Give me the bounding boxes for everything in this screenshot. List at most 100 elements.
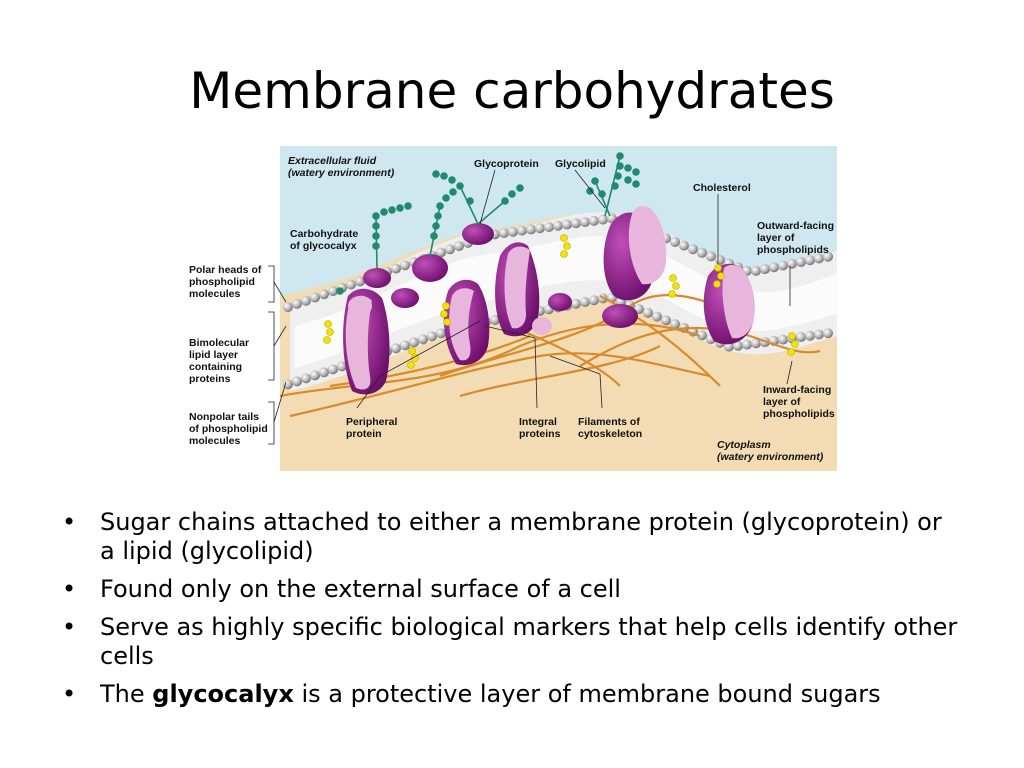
phospholipid-head xyxy=(679,240,689,251)
phospholipid-head xyxy=(445,244,455,255)
phospholipid-head xyxy=(526,224,536,235)
phospholipid-head xyxy=(499,228,509,239)
label-nonpolar-tails: Nonpolar tails of phospholipid molecules xyxy=(189,411,268,447)
phospholipid-head xyxy=(436,247,446,258)
label-bimolecular-layer: Bimolecular lipid layer containing prote… xyxy=(189,337,250,385)
phospholipid-head xyxy=(697,330,707,341)
bullet-dot: • xyxy=(62,508,77,536)
phospholipid-head xyxy=(814,329,824,340)
bullet-dot: • xyxy=(62,680,77,708)
glycoprotein-mid xyxy=(412,254,448,282)
phospholipid-head xyxy=(805,330,815,341)
phospholipid-head xyxy=(319,289,329,300)
phospholipid-head xyxy=(391,343,401,354)
carbohydrate-chains xyxy=(336,152,640,295)
phospholipid-head xyxy=(589,215,599,226)
bullet-list: •Sugar chains attached to either a membr… xyxy=(62,508,962,718)
phospholipid-head xyxy=(805,255,815,266)
label-extracellular: Extracellular fluid(watery environment) xyxy=(288,155,395,179)
phospholipid-head xyxy=(796,257,806,268)
phospholipid-head xyxy=(670,319,680,330)
label-glycolipid: Glycolipid xyxy=(555,158,606,170)
phospholipid-head xyxy=(778,334,788,345)
phospholipid-head xyxy=(706,251,716,262)
bullet-dot: • xyxy=(62,575,77,603)
label-inward-facing-layer: Inward-facing layer of phospholipids xyxy=(763,384,835,420)
glycoprotein-top xyxy=(462,223,494,245)
phospholipid-head xyxy=(346,279,356,290)
phospholipid-head xyxy=(337,361,347,372)
phospholipid-head xyxy=(292,376,302,387)
phospholipid-head xyxy=(454,241,464,252)
phospholipid-head xyxy=(814,253,824,264)
phospholipid-head xyxy=(571,218,581,229)
phospholipid-head xyxy=(508,226,518,237)
phospholipid-head xyxy=(553,220,563,231)
phospholipid-head xyxy=(310,292,320,303)
phospholipid-head xyxy=(598,214,608,225)
label-cytoskeleton-filaments: Filaments of cytoskeleton xyxy=(578,416,643,440)
phospholipid-head xyxy=(580,297,590,307)
phospholipid-head xyxy=(697,247,707,258)
phospholipid-head xyxy=(436,328,446,339)
label-peripheral-protein: Peripheral protein xyxy=(346,416,398,440)
bullet-item: •The glycocalyx is a protective layer of… xyxy=(62,680,881,708)
phospholipid-head xyxy=(328,364,338,375)
bullet-item: •Serve as highly specific biological mar… xyxy=(62,613,958,670)
glycocalyx-term: glycocalyx xyxy=(152,680,294,708)
phospholipid-head xyxy=(715,255,725,265)
phospholipid-head xyxy=(319,367,329,378)
integral-protein-center xyxy=(443,279,490,366)
phospholipid-head xyxy=(283,379,293,390)
phospholipid-head xyxy=(283,302,293,313)
integral-protein-right xyxy=(703,263,755,345)
extracellular-region xyxy=(280,146,837,296)
integral-protein-left xyxy=(343,288,390,395)
label-integral-proteins: Integral proteins xyxy=(519,416,561,440)
phospholipid-head xyxy=(517,225,527,236)
phospholipid-head xyxy=(643,307,653,318)
phospholipid-head xyxy=(661,315,671,326)
phospholipid-head xyxy=(760,264,770,275)
phospholipid-head xyxy=(733,340,743,351)
bullet-item: •Sugar chains attached to either a membr… xyxy=(62,508,942,565)
phospholipid-head xyxy=(490,315,500,325)
phospholipid-head xyxy=(652,311,662,322)
phospholipid-head xyxy=(589,295,599,306)
label-polar-heads: Polar heads of phospholipid molecules xyxy=(189,264,262,300)
phospholipid-head xyxy=(418,334,428,345)
phospholipid-head xyxy=(355,276,365,287)
label-pointer-lines xyxy=(356,169,793,409)
phospholipid-head xyxy=(544,221,554,232)
phospholipid-head xyxy=(742,339,752,350)
phospholipid-head xyxy=(778,260,788,271)
label-outward-facing-layer: Outward-facing layer of phospholipids xyxy=(757,220,835,256)
slide-title: Membrane carbohydrates xyxy=(189,62,835,120)
bullet-dot: • xyxy=(62,613,77,641)
phospholipid-head xyxy=(400,340,410,351)
phospholipid-head xyxy=(796,332,806,343)
integral-protein-tall xyxy=(495,242,552,337)
bullet-item: •Found only on the external surface of a… xyxy=(62,575,621,603)
phospholipid-head xyxy=(751,338,761,349)
phospholipid-head xyxy=(688,244,698,255)
phospholipid-head xyxy=(301,373,311,384)
label-glycoprotein: Glycoprotein xyxy=(474,158,539,170)
phospholipid-head xyxy=(580,217,590,228)
phospholipid-head xyxy=(301,295,311,306)
phospholipid-head xyxy=(769,262,779,273)
cholesterol-molecules xyxy=(323,234,799,369)
label-cholesterol: Cholesterol xyxy=(693,182,751,194)
label-cytoplasm: Cytoplasm (watery environment) xyxy=(717,439,824,463)
left-brackets xyxy=(268,265,287,445)
label-carbohydrate-glycocalyx: Carbohydrate of glycocalyx xyxy=(290,228,359,252)
phospholipid-head xyxy=(751,265,761,276)
phospholipid-head xyxy=(409,337,419,348)
phospholipid-head xyxy=(292,298,302,309)
phospholipid-head xyxy=(670,237,680,247)
phospholipid-head xyxy=(562,219,572,230)
phospholipid-head xyxy=(391,263,401,274)
phospholipid-head xyxy=(310,370,320,381)
glycoprotein-small xyxy=(363,268,391,288)
membrane-diagram: /* placeholder for heads drawn below */ xyxy=(280,146,837,471)
